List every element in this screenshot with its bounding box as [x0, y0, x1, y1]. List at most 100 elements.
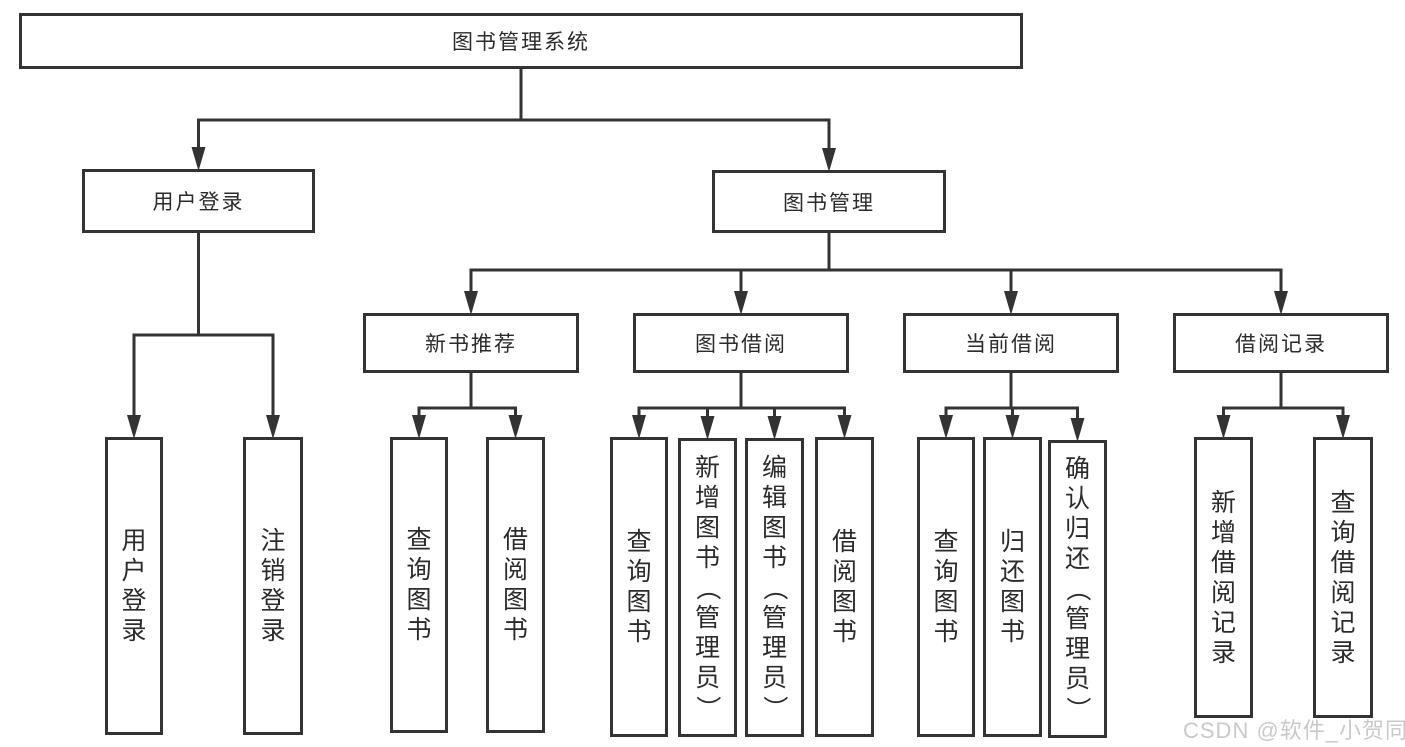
node-label-char: 图 — [502, 586, 528, 614]
node-label: 借阅记录 — [1235, 333, 1327, 356]
node-label-char: 录 — [121, 617, 147, 645]
node-label-char: 确 — [1064, 455, 1090, 483]
node-root: 图书管理系统 — [19, 13, 1023, 69]
node-label-char: 记 — [1210, 608, 1236, 637]
node-label-char: 认 — [1064, 485, 1090, 513]
node-label-char: 管 — [761, 603, 787, 632]
node-cb-confirm-return: 确认归还 （ 管理员 ） — [1048, 440, 1107, 738]
node-label-char: 阅 — [1330, 578, 1356, 607]
node-label-char: 书 — [999, 618, 1025, 646]
node-label: 图书管理 — [783, 191, 875, 215]
node-cb-query-books: 查询图书 — [917, 437, 975, 737]
node-label-char: 图 — [933, 588, 959, 616]
node-current-borrow: 当前借阅 — [903, 313, 1119, 373]
node-nb-borrow-books: 借阅图书 — [486, 437, 545, 733]
node-label-char: ） — [760, 694, 789, 721]
node-label-char: 书 — [406, 616, 432, 644]
node-label-char: 录 — [260, 617, 286, 645]
node-login: 用户登录 — [105, 437, 163, 735]
node-label-char: 阅 — [502, 556, 528, 584]
node-label-char: 图 — [694, 513, 720, 542]
node-book-mgmt: 图书管理 — [712, 170, 946, 233]
node-label: 图书借阅 — [695, 333, 787, 356]
node-label-char: 理 — [761, 633, 787, 662]
node-label-char: 录 — [1210, 638, 1236, 667]
node-label-char: 询 — [406, 556, 432, 584]
node-label-char: 查 — [626, 528, 652, 556]
node-label-char: 登 — [121, 587, 147, 615]
node-label-char: 录 — [1330, 638, 1356, 667]
node-label-char: 管 — [1064, 605, 1090, 633]
node-label-char: 询 — [933, 558, 959, 586]
node-bb-query-books: 查询图书 — [610, 437, 668, 737]
node-label-char: ） — [693, 694, 722, 721]
node-label-char: 阅 — [1210, 578, 1236, 607]
node-label-char: （ — [693, 574, 722, 601]
node-label-char: 查 — [933, 528, 959, 556]
node-label-char: 编 — [761, 453, 787, 482]
node-label-char: 图 — [999, 588, 1025, 616]
node-label-char: 还 — [999, 558, 1025, 586]
node-br-query-record: 查询借阅记录 — [1313, 437, 1373, 718]
node-label-char: 书 — [626, 618, 652, 646]
node-label-char: ） — [1063, 696, 1092, 722]
node-label-char: 书 — [502, 616, 528, 644]
node-label: 新书推荐 — [425, 333, 517, 356]
node-bb-add-books: 新增图书（管理员） — [678, 438, 737, 737]
node-label-char: 阅 — [831, 558, 857, 586]
node-logout: 注销登录 — [243, 437, 303, 735]
node-label-char: 书 — [933, 618, 959, 646]
node-label-char: 询 — [1330, 518, 1356, 547]
node-label-char: 借 — [502, 526, 528, 554]
node-nb-query-books: 查询图书 — [390, 437, 448, 733]
node-user-login: 用户登录 — [82, 169, 315, 233]
node-label: 当前借阅 — [965, 333, 1057, 356]
watermark: CSDN @软件_小贺同学 — [1183, 718, 1405, 743]
node-label-char: 用 — [121, 527, 147, 555]
node-label-char: 询 — [626, 558, 652, 586]
node-label-char: 管 — [694, 603, 720, 632]
node-label-char: 书 — [761, 543, 787, 572]
node-label-char: 登 — [260, 587, 286, 615]
node-cb-return-books: 归还图书 — [983, 437, 1042, 737]
node-label-char: 增 — [1210, 518, 1236, 547]
node-label-char: 记 — [1330, 608, 1356, 637]
node-label-char: 归 — [999, 528, 1025, 556]
node-label-char: 借 — [831, 528, 857, 556]
node-label-char: 增 — [694, 483, 720, 512]
node-label-char: 户 — [121, 557, 147, 585]
node-label-char: 图 — [761, 513, 787, 542]
node-book-borrow: 图书借阅 — [633, 313, 849, 373]
node-label-char: （ — [1063, 576, 1092, 602]
node-label-char: 理 — [1064, 635, 1090, 663]
node-label-char: 注 — [260, 527, 286, 555]
node-label: 图书管理系统 — [452, 31, 590, 54]
node-br-add-record: 新增借阅记录 — [1194, 437, 1253, 718]
node-label-char: 员 — [761, 663, 787, 692]
node-label-char: 书 — [694, 543, 720, 572]
node-label-char: 查 — [1330, 488, 1356, 517]
node-label-char: 借 — [1330, 548, 1356, 577]
node-label-char: 图 — [406, 586, 432, 614]
node-label-char: 理 — [694, 633, 720, 662]
node-label-char: 还 — [1064, 545, 1090, 573]
node-label-char: 新 — [1210, 488, 1236, 517]
node-label-char: 归 — [1064, 515, 1090, 543]
node-label: 用户登录 — [152, 191, 245, 214]
node-label-char: 图 — [626, 588, 652, 616]
node-label-char: 辑 — [761, 483, 787, 512]
node-label-char: 销 — [260, 557, 286, 585]
node-bb-edit-books: 编辑图书（管理员） — [745, 438, 804, 737]
node-label-char: 查 — [406, 526, 432, 554]
node-label-char: 员 — [1064, 665, 1090, 693]
node-label-char: 新 — [694, 453, 720, 482]
node-borrow-records: 借阅记录 — [1173, 313, 1389, 373]
node-label-char: 图 — [831, 588, 857, 616]
node-new-book: 新书推荐 — [363, 313, 579, 373]
node-label-char: 书 — [831, 618, 857, 646]
node-label-char: （ — [760, 574, 789, 601]
node-label-char: 员 — [694, 663, 720, 692]
node-bb-borrow-books: 借阅图书 — [815, 437, 874, 737]
